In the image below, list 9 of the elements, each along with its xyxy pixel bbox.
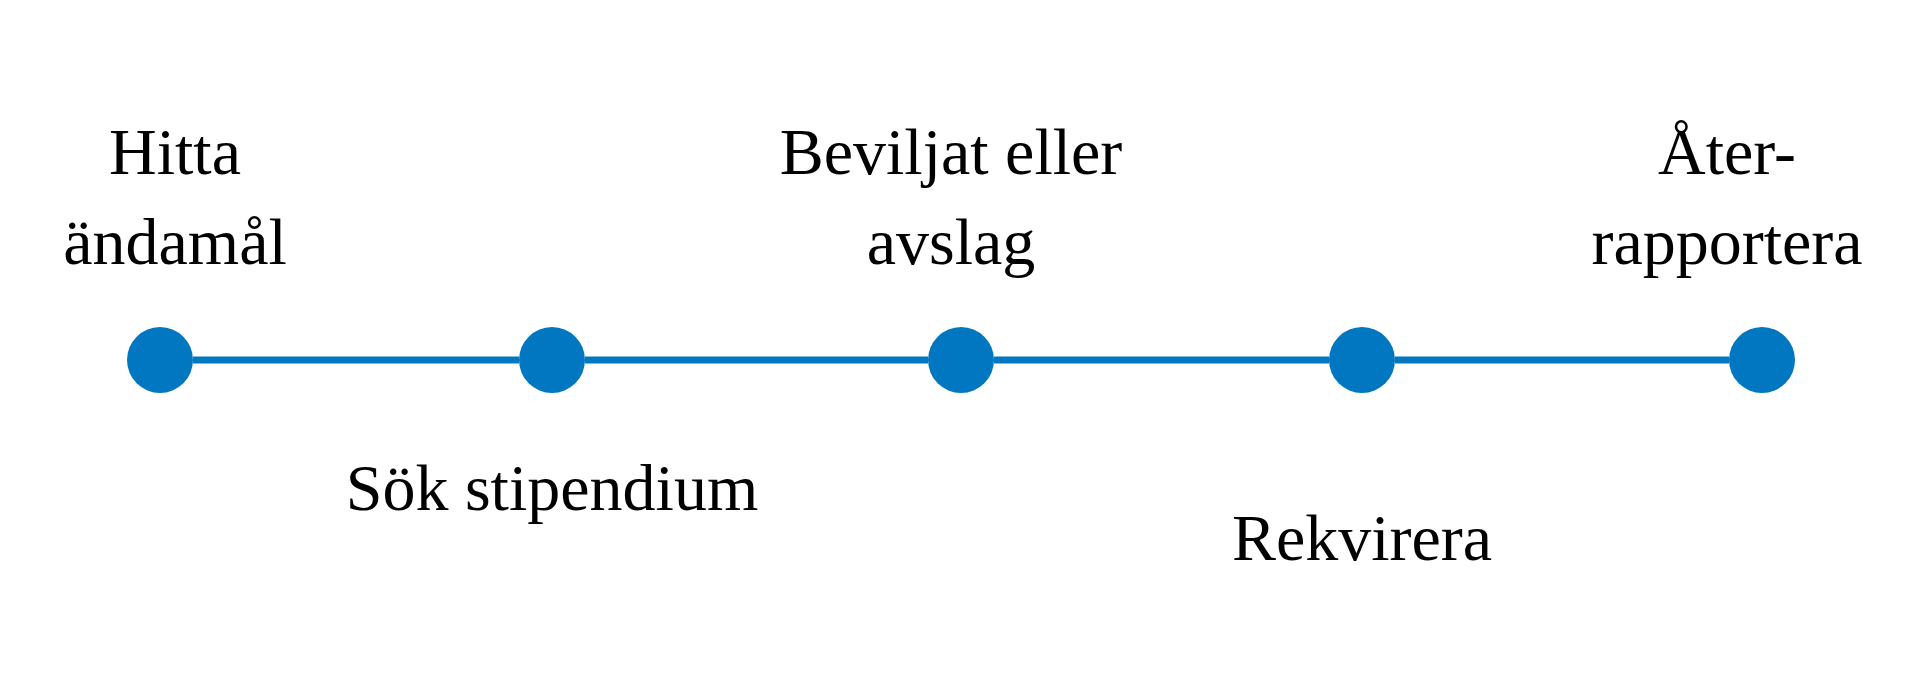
step-label: Beviljat eller avslag xyxy=(778,114,1124,280)
connector-line xyxy=(585,356,928,364)
step-label: Åter- rapportera xyxy=(1590,114,1864,280)
step-label: Sök stipendium xyxy=(344,450,760,526)
step-label: Hitta ändamål xyxy=(62,114,288,280)
step-label: Rekvirera xyxy=(1230,500,1494,576)
connector-line xyxy=(1395,356,1729,364)
connector-line xyxy=(193,356,519,364)
connector-line xyxy=(994,356,1329,364)
